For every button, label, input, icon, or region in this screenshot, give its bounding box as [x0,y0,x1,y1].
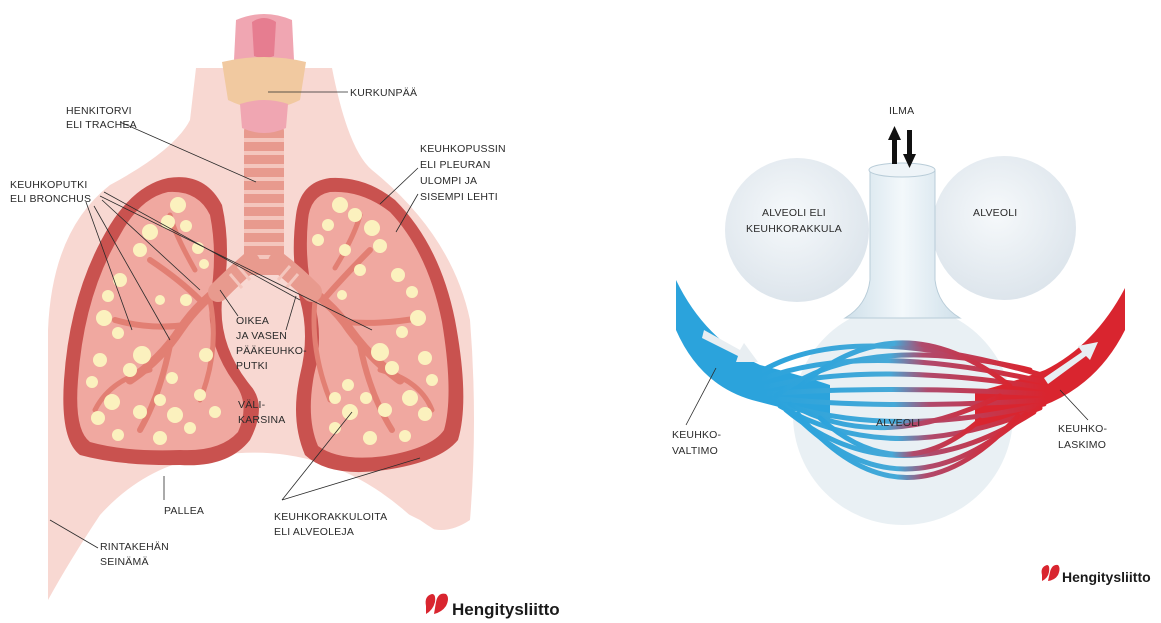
label-alveoli-right: ALVEOLI [973,207,1017,219]
label-keuhkoputki: KEUHKOPUTKI ELI BRONCHUS [10,179,91,205]
hengitysliitto-logo-right: Hengitysliitto [1042,565,1151,585]
label-keuhkovaltimo: KEUHKO- VALTIMO [672,429,724,457]
label-pallea: PALLEA [164,505,204,517]
pulmonary-vein [975,288,1125,428]
label-keuhkopussin: KEUHKOPUSSIN ELI PLEURAN ULOMPI JA SISEM… [420,143,509,203]
label-alveoli-center: ALVEOLI [876,417,920,429]
label-kurkunpaa: KURKUNPÄÄ [350,87,417,99]
label-keuhkolaskimo: KEUHKO- LASKIMO [1058,423,1110,451]
label-henkitorvi: HENKITORVI ELI TRACHEA [66,105,137,131]
alveolus-right-bubble [932,156,1076,300]
label-ilma: ILMA [889,105,914,117]
lung-anatomy-diagram: KURKUNPÄÄ HENKITORVI ELI TRACHEA KEUHKOP… [10,14,560,623]
logo-text-right: Hengitysliitto [1062,569,1151,585]
air-flow-arrows-icon [888,126,916,168]
alveolus-diagram: ILMA ALVEOLI ELI KEUHKORAKKULA ALVEOLI A… [672,105,1151,585]
heart-lungs-logo-icon [1042,565,1060,581]
logo-text-left: Hengitysliitto [452,600,560,619]
